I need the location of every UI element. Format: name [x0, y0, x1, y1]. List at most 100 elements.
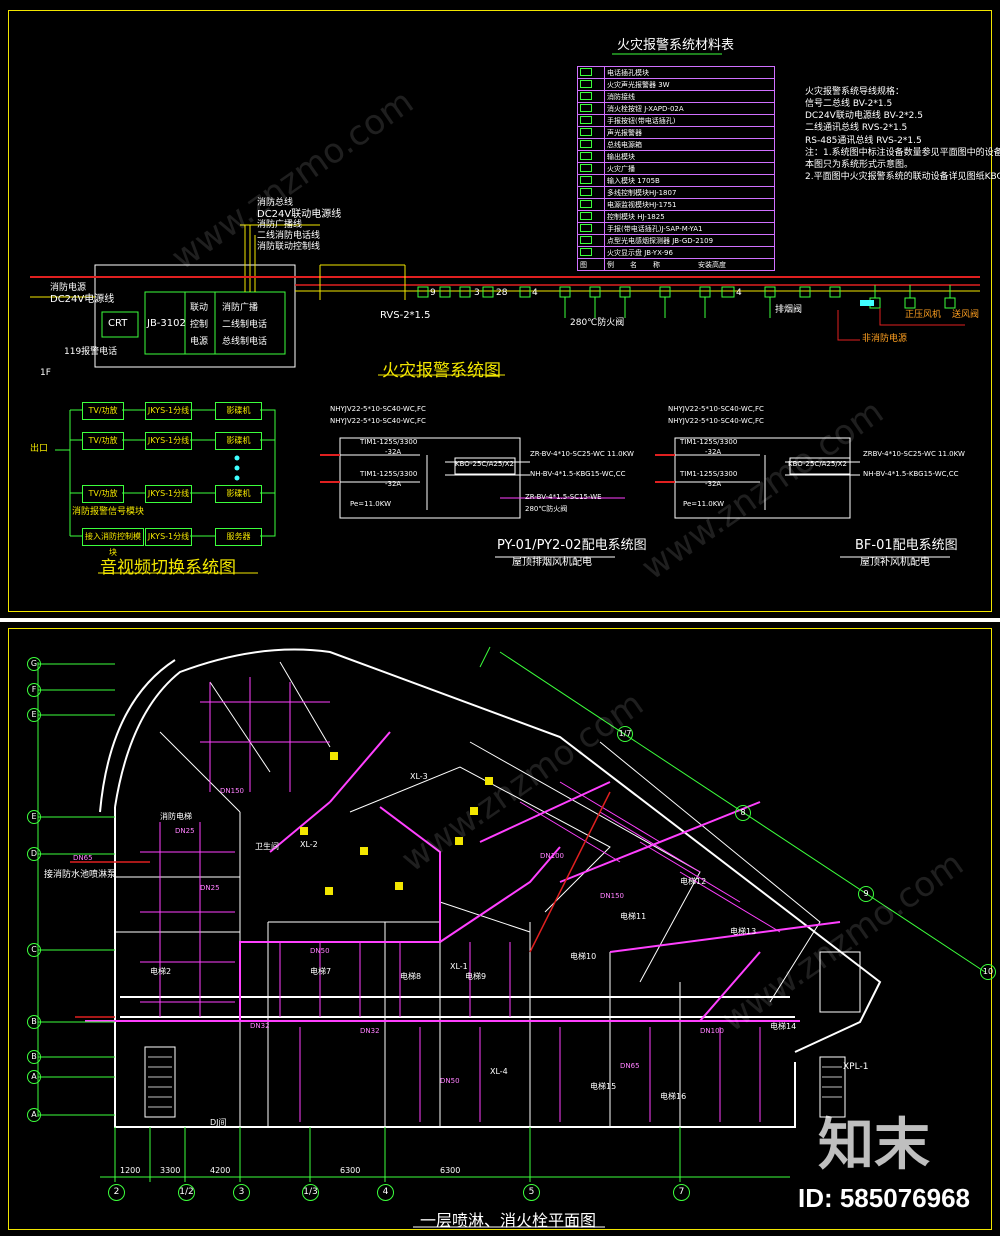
grid-row-bubble: G	[27, 657, 41, 671]
material-icon	[577, 78, 605, 91]
material-icon	[577, 198, 605, 211]
material-name: 总线电源箱	[604, 138, 775, 151]
material-name: 声光报警器	[604, 126, 775, 139]
pipe-label: DN100	[700, 1027, 724, 1035]
wiring-note-line: 本图只为系统形式示意图。	[805, 159, 914, 170]
material-name: 火灾广播	[604, 162, 775, 175]
grid-row-bubble: A	[27, 1108, 41, 1122]
bf-label: -32A	[705, 480, 722, 488]
dim-label: 4200	[210, 1166, 231, 1175]
material-icon	[577, 126, 605, 139]
crt-label: CRT	[108, 318, 128, 329]
pipe-label: DN65	[620, 1062, 640, 1070]
bf-label: NHYJV22-5*10-SC40-WC,FC	[668, 405, 764, 413]
riser-label: DC24V联动电源线	[257, 209, 342, 220]
material-name: 点型光电感烟探测器 JB-GD-2109	[604, 234, 775, 247]
controller-side-2: 控制	[190, 320, 209, 330]
material-footer-row: 图例名称安装高度	[577, 258, 775, 271]
dim-label: 3300	[160, 1166, 181, 1175]
count-1: 9	[430, 288, 436, 298]
room-label: XL-1	[450, 962, 468, 971]
controller-side: 联动 控制 电源	[190, 300, 208, 351]
floor-plan-linework	[37, 646, 986, 1228]
py-label: NHYJV22-5*10-SC40-WC,FC	[330, 417, 426, 425]
py-sub: 屋顶排烟风机配电	[512, 557, 592, 568]
material-icon	[577, 114, 605, 127]
material-icon	[577, 246, 605, 259]
material-icon	[577, 138, 605, 151]
room-label: 消防电梯	[160, 812, 192, 821]
grid-row-bubble: E	[27, 810, 41, 824]
py-label: -32A	[385, 448, 402, 456]
material-footer-icon: 图	[577, 258, 605, 271]
room-label: 电梯15	[590, 1082, 617, 1091]
wiring-note-line: 二线通讯总线 RVS-2*1.5	[805, 123, 908, 134]
material-row: 控制模块 HJ-1825	[577, 210, 775, 223]
bus-label: RVS-2*1.5	[380, 310, 431, 321]
material-row: 电话插孔模块	[577, 66, 775, 79]
controller-right: 消防广播 二线制电话 总线制电话	[222, 300, 267, 351]
pipe-label: DN50	[310, 947, 330, 955]
xpl-label: XPL-1	[843, 1062, 869, 1072]
room-label: 电梯9	[465, 972, 487, 981]
bf-label: ZRBV-4*10-SC25-WC 11.0KW	[863, 450, 965, 458]
bf-label: KBO-25C/A25/X2	[788, 460, 847, 468]
material-icon	[577, 150, 605, 163]
device-label-3: 送风阀	[952, 310, 980, 320]
count-5: 4	[736, 288, 742, 298]
pipe-label: DN32	[360, 1027, 380, 1035]
material-row: 输出模块	[577, 150, 775, 163]
plan-frame	[8, 628, 992, 1230]
material-icon	[577, 174, 605, 187]
diag-axis-bubble: 9	[858, 886, 874, 902]
id-text: ID: 585076968	[797, 1183, 970, 1213]
riser-label: 二线消防电话线	[257, 231, 321, 241]
count-4: 4	[532, 288, 538, 298]
bf-sub: 屋顶补风机配电	[860, 557, 930, 568]
grid-row-bubble: A	[27, 1070, 41, 1084]
bf-label: NHYJV22-5*10-SC40-WC,FC	[668, 417, 764, 425]
room-label: 电梯2	[150, 967, 172, 976]
material-footer-cell: 安装高度	[698, 260, 726, 269]
av-left-label: 出口	[30, 444, 49, 454]
room-label: 电梯13	[730, 927, 757, 936]
device-label-1: 排烟阀	[775, 305, 803, 315]
pipe-label: DN150	[600, 892, 624, 900]
py-label: -32A	[385, 480, 402, 488]
py-title: PY-01/PY2-02配电系统图	[497, 538, 647, 553]
material-icon	[577, 222, 605, 235]
material-row: 声光报警器	[577, 126, 775, 139]
dim-label: 1200	[120, 1166, 141, 1175]
controller-right-1: 消防广播	[222, 303, 259, 313]
grid-row-bubble: B	[27, 1015, 41, 1029]
py-label: NH-BV-4*1.5-KBG15-WC,CC	[530, 470, 626, 478]
diag-axis-bubble: 1/7	[617, 726, 633, 742]
room-label: 电梯10	[570, 952, 597, 961]
room-label: XL-4	[490, 1067, 508, 1076]
av-extra-4: 服务器	[215, 528, 262, 546]
material-name: 多线控制模块HJ-1807	[604, 186, 775, 199]
material-name: 电源监视模块HJ-1751	[604, 198, 775, 211]
pipe-label: DN25	[175, 827, 195, 835]
material-name: 输出模块	[604, 150, 775, 163]
diag-axis-bubble: 8	[735, 805, 751, 821]
grid-col-bubble: 1/3	[302, 1184, 319, 1201]
wiring-note-line: DC24V联动电源线 BV-2*2.5	[805, 111, 923, 122]
diag-axis-bubble: 10	[980, 964, 996, 980]
floor-label: 1F	[40, 368, 51, 378]
pipe-label: DN32	[250, 1022, 270, 1030]
material-name: 电话插孔模块	[604, 66, 775, 79]
note-left: 接消防水池喷淋泵	[44, 870, 117, 880]
av-box: 影碟机	[215, 402, 262, 420]
material-row: 输入模块 1705B	[577, 174, 775, 187]
material-name: 消火栓按钮 J-XAPD-02A	[604, 102, 775, 115]
material-footer-cell: 例	[607, 260, 614, 269]
av-box: TV/功放	[82, 485, 124, 503]
plan-title: 一层喷淋、消火栓平面图	[420, 1211, 597, 1230]
fire-alarm-linework	[30, 53, 980, 574]
controller-right-2: 二线制电话	[222, 320, 268, 330]
controller-right-3: 总线制电话	[222, 337, 268, 347]
py-label: NHYJV22-5*10-SC40-WC,FC	[330, 405, 426, 413]
bf-label: NH-BV-4*1.5-KBG15-WC,CC	[863, 470, 959, 478]
